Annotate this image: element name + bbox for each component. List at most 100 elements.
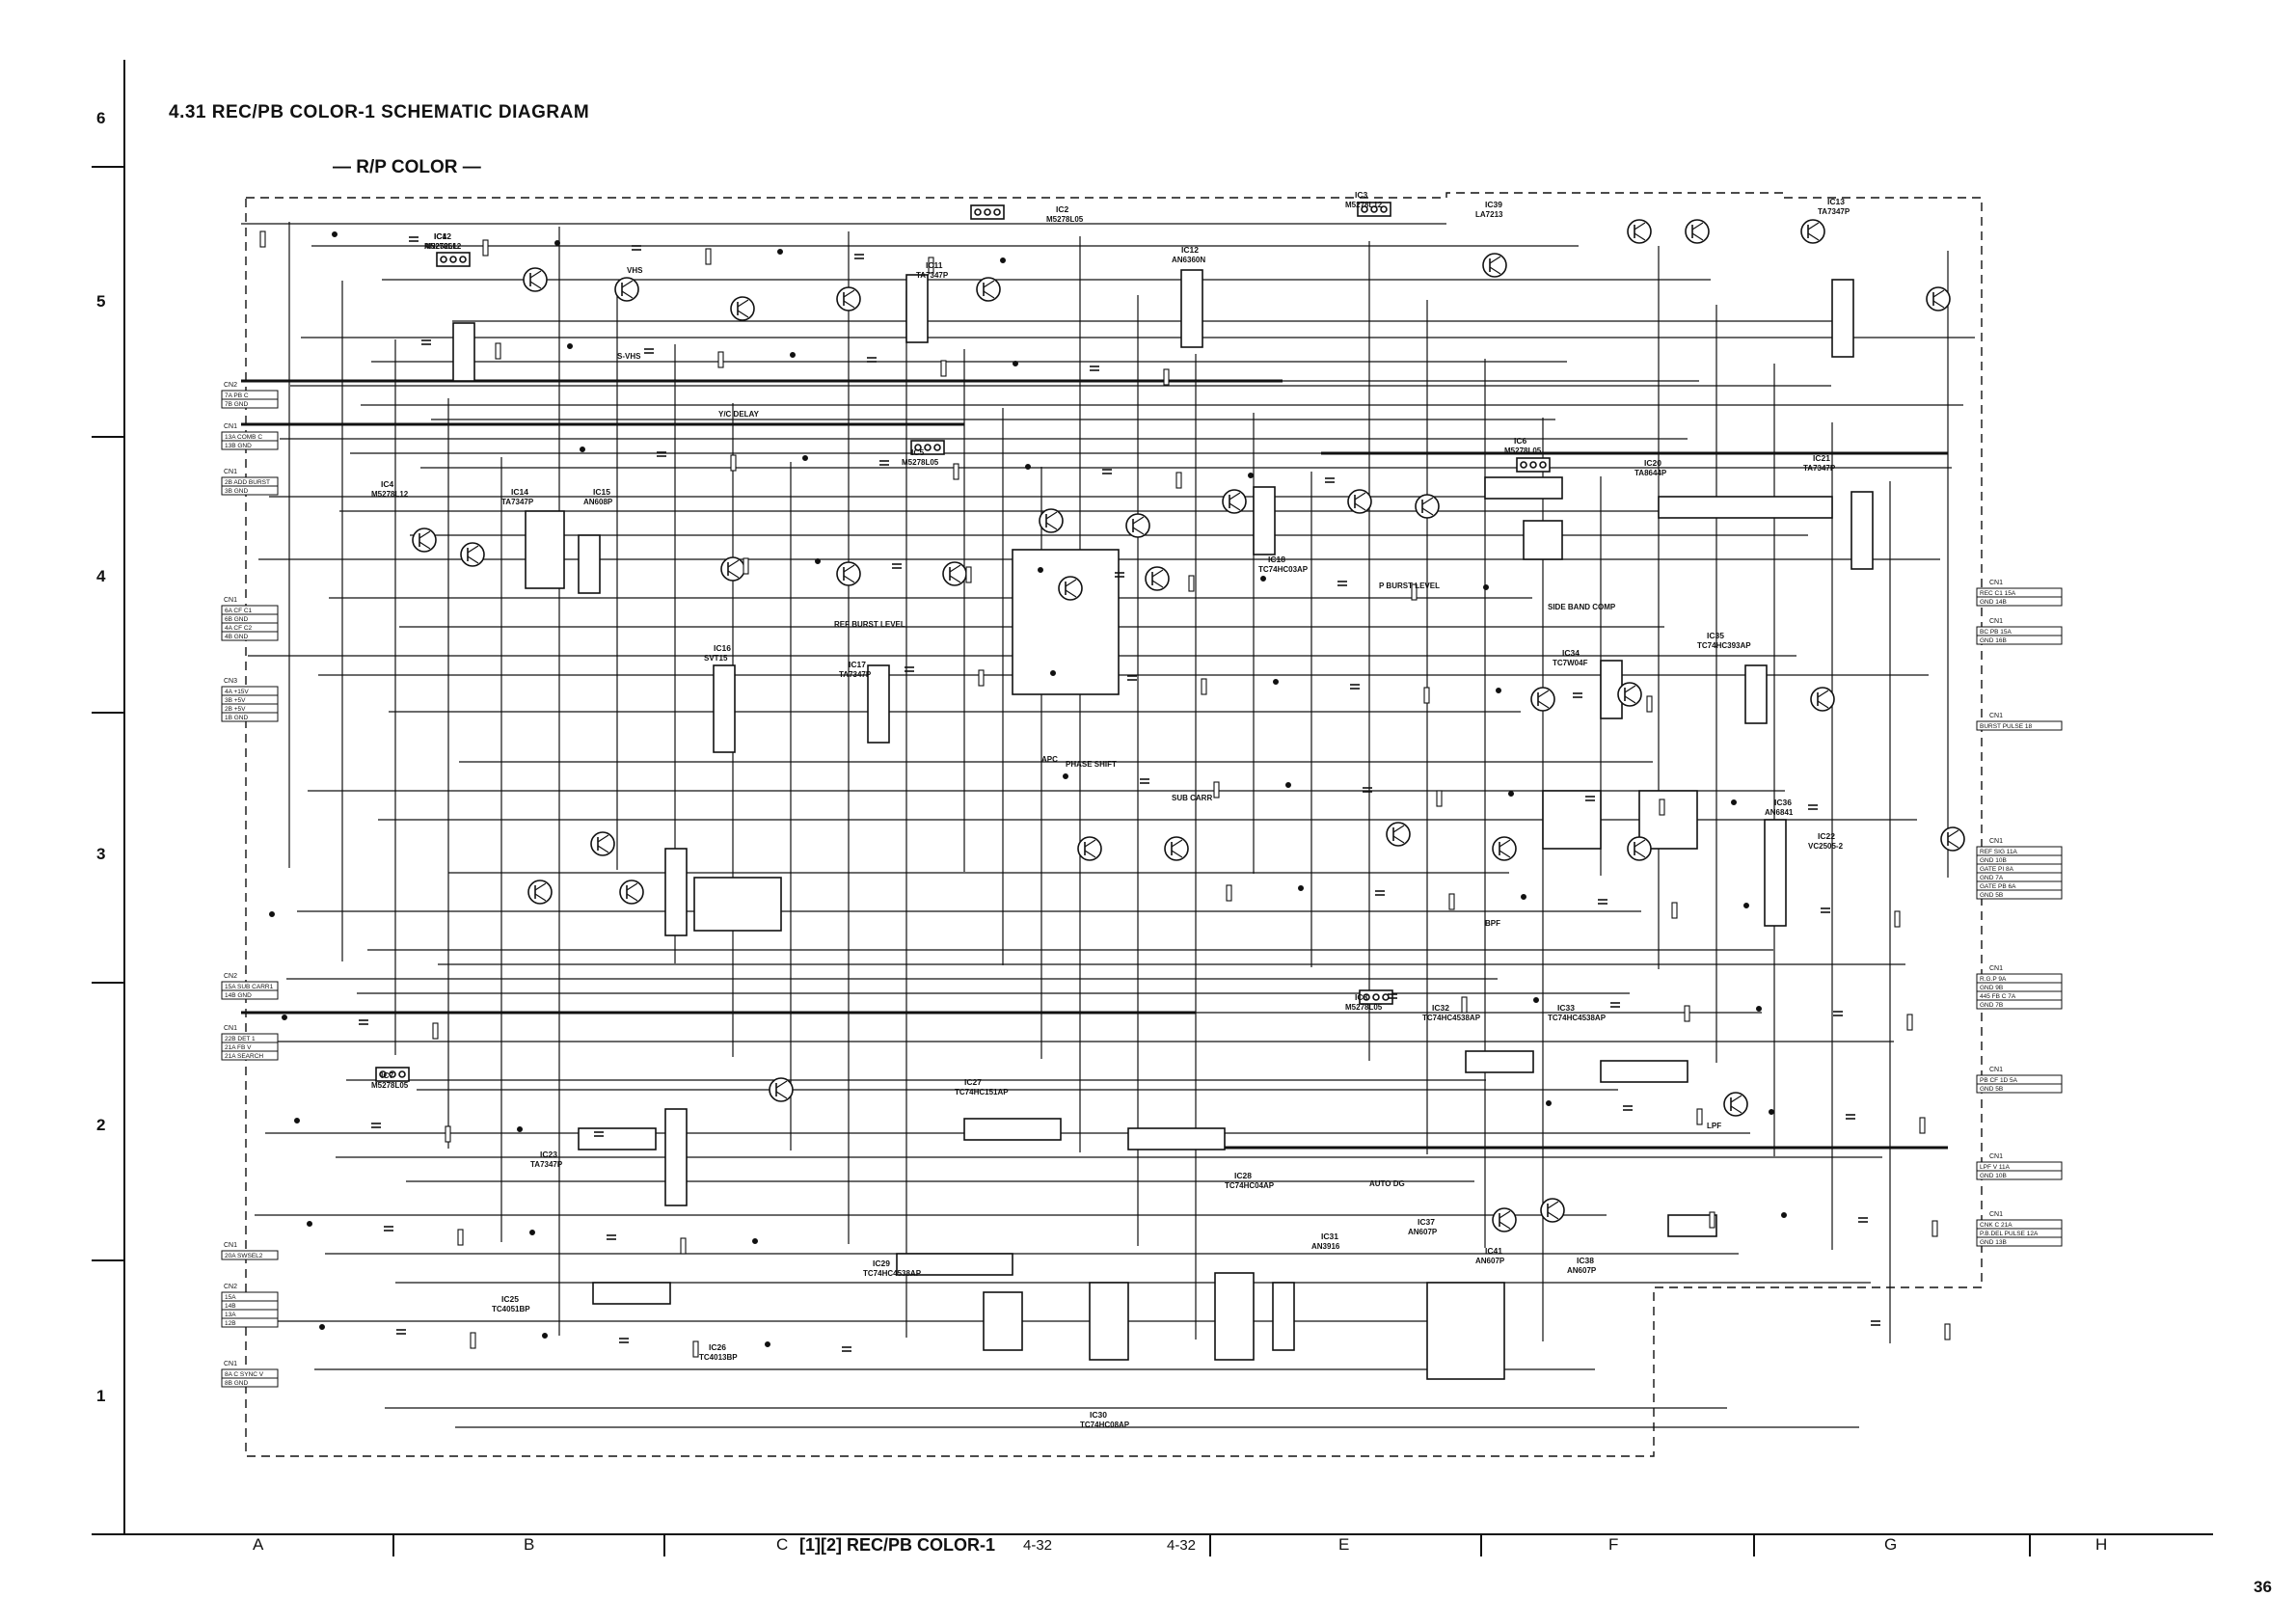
transistor-lead — [1634, 222, 1646, 230]
transistor-symbol — [720, 556, 745, 582]
transistor-lead — [1547, 1201, 1559, 1209]
regulator-pin — [914, 444, 922, 451]
ic-part-label: TC74HC4538AP — [1422, 1014, 1481, 1022]
connector-pin-label: GND 7A — [1980, 875, 2004, 881]
block-label: SUB CARR — [1172, 794, 1212, 802]
junction-dot — [1731, 798, 1738, 805]
ic-ref-label: IC41 — [1485, 1246, 1502, 1256]
connector-pin — [221, 398, 279, 409]
junction-dot — [1000, 257, 1007, 263]
connector-pin-label: R.G.P 9A — [1980, 976, 2007, 983]
ic-part-label: TC74HC4538AP — [1548, 1014, 1607, 1022]
transistor-lead — [1045, 522, 1058, 530]
column-label-g: G — [1884, 1535, 1898, 1554]
transistor-symbol — [1492, 836, 1517, 861]
transistor-symbol — [1415, 494, 1440, 519]
ic-part-label: AN2526L — [424, 242, 457, 251]
transistor-lead — [621, 280, 634, 288]
transistor-lead — [843, 564, 855, 573]
row-label-2: 2 — [96, 1116, 106, 1134]
connector-pin-label: GND 5B — [1980, 1086, 2003, 1093]
ic-block — [1600, 1060, 1688, 1083]
resistor-symbol — [1944, 1323, 1951, 1340]
regulator-pin — [389, 1070, 396, 1078]
transistor-symbol — [1125, 513, 1150, 538]
transistor-lead — [1489, 266, 1501, 275]
transistor-lead — [843, 300, 855, 309]
connector-ref: CN1 — [1989, 713, 2003, 719]
connector-pin-label: 3B GND — [225, 488, 249, 495]
resistor-symbol — [1436, 790, 1443, 807]
ic-part-label: TC74HC08AP — [1080, 1421, 1130, 1429]
connector-pin-label: 12B — [225, 1320, 236, 1327]
ic-part-label: M5278L05 — [1504, 447, 1542, 455]
regulator-pin — [993, 208, 1001, 216]
ic-part-label: TC74HC4538AP — [863, 1269, 922, 1278]
connector-pin-label: 13B GND — [225, 443, 252, 449]
ic-ref-label: IC1 — [434, 231, 447, 241]
ic-block — [578, 534, 601, 594]
ic-ref-label: IC11 — [926, 260, 943, 270]
block-label: S-VHS — [617, 352, 641, 361]
ic-ref-label: IC22 — [1818, 831, 1835, 841]
resistor-symbol — [940, 360, 947, 377]
transistor-symbol — [1145, 566, 1170, 591]
connector-pin-label: LPF V 11A — [1980, 1164, 2011, 1171]
junction-dot — [776, 248, 783, 255]
regulator-pin — [1382, 993, 1390, 1001]
transistor-lead — [1817, 700, 1829, 709]
regulator-pin — [398, 1070, 406, 1078]
ic-block — [1658, 496, 1833, 519]
transistor-symbol — [1482, 253, 1507, 278]
transistor-symbol — [619, 880, 644, 905]
column-divider — [1209, 1533, 1211, 1556]
junction-dot — [268, 910, 275, 917]
resistor-symbol — [1461, 996, 1468, 1014]
junction-dot — [814, 557, 821, 564]
transistor-lead — [1171, 839, 1183, 848]
connector-pin-label: 2B +5V — [225, 706, 246, 713]
transistor-lead — [1084, 839, 1096, 848]
ic-ref-label: IC18 — [1268, 555, 1285, 564]
ic-block — [592, 1282, 671, 1305]
ic-block — [1465, 1050, 1534, 1073]
block-label: Y/C DELAY — [718, 410, 760, 419]
junction-dot — [528, 1230, 535, 1236]
resistor-symbol — [1696, 1108, 1703, 1125]
ic-block — [525, 510, 565, 589]
ic-ref-label: IC36 — [1774, 798, 1792, 807]
resistor-symbol — [495, 342, 501, 360]
connector-pin — [1976, 889, 2063, 900]
ic-part-label: VC2505-2 — [1808, 842, 1844, 851]
transistor-symbol — [1077, 836, 1102, 861]
ic-ref-label: IC20 — [1644, 458, 1661, 468]
junction-dot — [1496, 687, 1502, 693]
transistor-symbol — [1685, 219, 1710, 244]
regulator-pin — [459, 256, 467, 263]
ic-ref-label: IC31 — [1321, 1232, 1338, 1241]
ic-part-label: TA7347P — [1803, 464, 1836, 473]
transistor-lead — [1045, 511, 1058, 520]
transistor-symbol — [1058, 576, 1083, 601]
transistor-lead — [775, 1080, 788, 1089]
resistor-symbol — [1906, 1014, 1913, 1031]
connector-pin-label: 4A +15V — [225, 689, 249, 695]
connector-pin-label: GND 16B — [1980, 637, 2007, 644]
transistor-lead — [626, 882, 638, 891]
transistor-lead — [597, 845, 609, 853]
connector-pin-label: P.B.DEL PULSE 12A — [1980, 1231, 2039, 1237]
transistor-lead — [1624, 695, 1636, 704]
ic-part-label: M5278L05 — [1046, 215, 1084, 224]
transistor-lead — [1634, 839, 1646, 848]
transistor-symbol — [590, 831, 615, 856]
transistor-lead — [1065, 589, 1077, 598]
resistor-symbol — [680, 1237, 687, 1255]
connector-pin-label: 22B DET 1 — [225, 1036, 256, 1042]
connector-pin-label: 8B GND — [225, 1380, 249, 1387]
page-title: 4.31 REC/PB COLOR-1 SCHEMATIC DIAGRAM — [169, 102, 590, 122]
transistor-lead — [1065, 579, 1077, 587]
regulator-pin — [924, 444, 932, 451]
column-label-e: E — [1338, 1535, 1350, 1554]
ic-block — [905, 274, 929, 343]
connector-pin — [1976, 720, 2063, 731]
